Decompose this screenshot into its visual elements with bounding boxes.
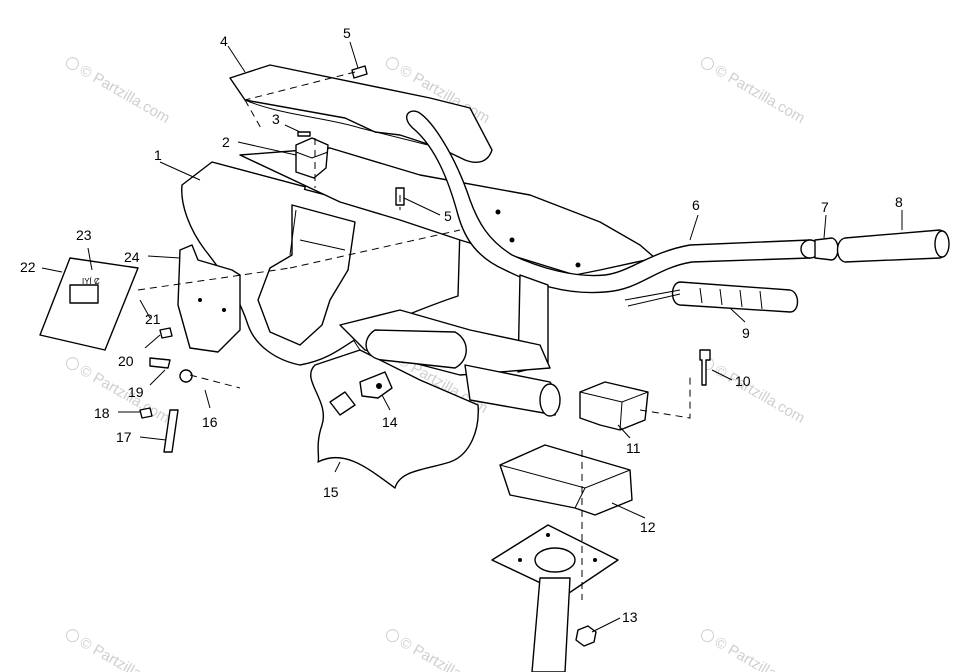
rod-end-part <box>179 369 193 383</box>
steering-column-part <box>531 577 571 672</box>
callout-8: 8 <box>895 194 903 210</box>
handlebar-part <box>406 110 811 294</box>
callout-14: 14 <box>382 414 398 430</box>
callout-4: 4 <box>220 33 228 49</box>
lower-hood-part <box>310 349 479 489</box>
callout-6: 6 <box>692 197 700 213</box>
spacer-part <box>329 391 356 416</box>
callout-15: 15 <box>323 484 339 500</box>
callout-18: 18 <box>94 405 110 421</box>
callout-5: 5 <box>343 25 351 41</box>
watermark: © Partzilla.com <box>386 629 493 672</box>
callout-5: 5 <box>444 208 452 224</box>
headlight-opening <box>257 204 356 346</box>
grip-end-part <box>814 237 839 261</box>
callout-1: 1 <box>154 147 162 163</box>
throttle-grip-part <box>671 281 799 313</box>
svg-text:IYÍ Ȼ: IYÍ Ȼ <box>82 277 100 286</box>
headlight-bulb-part <box>365 329 467 369</box>
plate-part <box>39 257 139 351</box>
callout-16: 16 <box>202 414 218 430</box>
screw-part <box>159 327 173 339</box>
callout-7: 7 <box>821 199 829 215</box>
bolt-part <box>699 349 711 386</box>
callout-17: 17 <box>116 429 132 445</box>
watermark: © Partzilla.com <box>701 357 808 427</box>
callout-22: 22 <box>20 259 36 275</box>
side-bracket-part <box>177 244 241 353</box>
svg-text:© Partzilla.com: © Partzilla.com <box>77 62 173 127</box>
grip-part <box>836 229 949 263</box>
callout-2: 2 <box>222 134 230 150</box>
upper-clamp-part <box>579 381 649 431</box>
callout-labels: 1 2 3 4 5 5 6 7 8 9 10 11 12 13 14 15 16… <box>20 25 903 625</box>
screw-part <box>297 131 311 137</box>
watermark: © Partzilla.com <box>66 629 173 672</box>
bracket-part <box>359 371 393 399</box>
callout-11: 11 <box>626 440 641 456</box>
nut-part <box>575 625 597 647</box>
lower-clamp-part <box>499 444 633 516</box>
decal <box>69 284 99 304</box>
callout-13: 13 <box>622 609 638 625</box>
rear-panel-part <box>239 147 656 276</box>
cable-rod-part <box>163 409 179 453</box>
callout-10: 10 <box>735 373 751 389</box>
callout-24: 24 <box>124 249 140 265</box>
screw-part <box>351 65 368 79</box>
pin-part <box>149 357 171 369</box>
callout-3: 3 <box>272 111 280 127</box>
callout-21: 21 <box>145 311 161 327</box>
callout-20: 20 <box>118 353 134 369</box>
callout-19: 19 <box>128 384 144 400</box>
callout-12: 12 <box>640 519 656 535</box>
watermark: © Partzilla.com <box>701 629 808 672</box>
screw-part <box>139 407 153 419</box>
svg-text:© Partzilla.com: © Partzilla.com <box>77 634 173 672</box>
watermark: © Partzilla.com <box>66 57 173 127</box>
callout-9: 9 <box>742 325 750 341</box>
upper-panel-part <box>229 64 493 163</box>
watermark: © Partzilla.com <box>701 57 808 127</box>
svg-text:© Partzilla.com: © Partzilla.com <box>77 362 173 427</box>
svg-text:© Partzilla.com: © Partzilla.com <box>397 634 493 672</box>
svg-text:© Partzilla.com: © Partzilla.com <box>712 634 808 672</box>
leader-lines <box>41 41 903 633</box>
svg-text:© Partzilla.com: © Partzilla.com <box>712 62 808 127</box>
svg-text:© Partzilla.com: © Partzilla.com <box>712 362 808 427</box>
callout-23: 23 <box>76 227 92 243</box>
